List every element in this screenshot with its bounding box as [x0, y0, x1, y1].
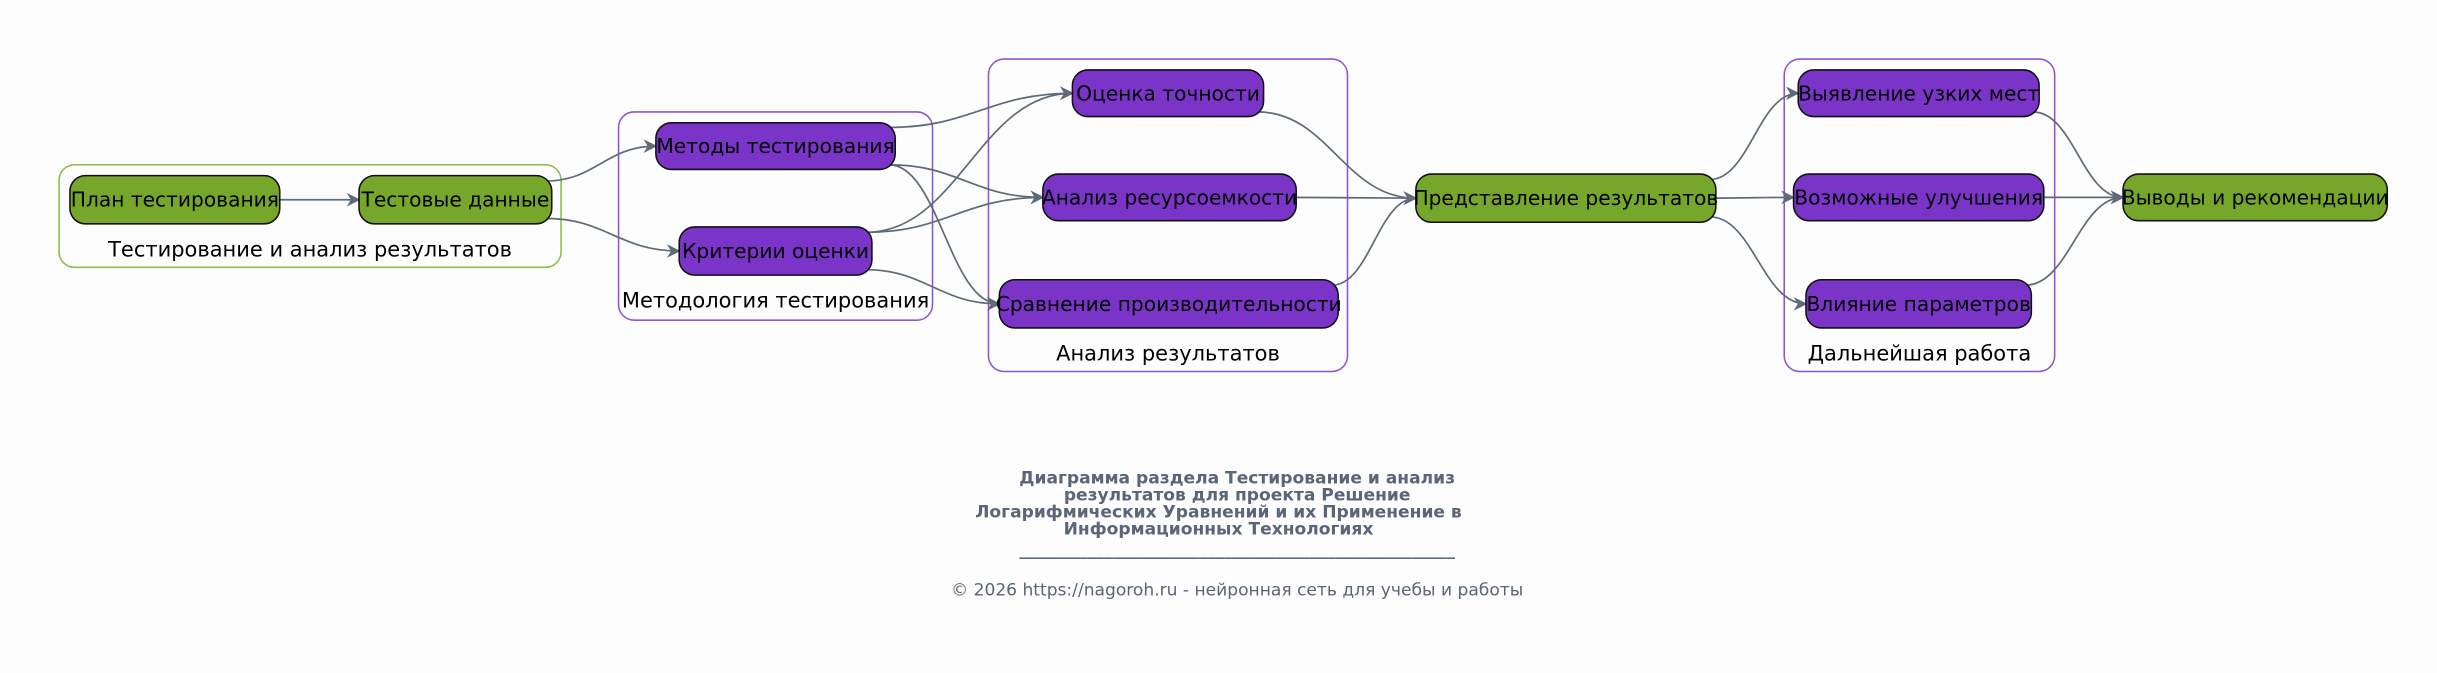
node-criteria[interactable]: Критерии оценки	[678, 226, 873, 276]
cluster-border	[617, 111, 934, 321]
node-label: Возможные улучшения	[1794, 185, 2043, 209]
edge-data-to-methods	[545, 139, 658, 182]
edge-methods-to-resource	[889, 163, 1045, 205]
edge-present-to-influence	[1709, 215, 1808, 311]
node-label: Методы тестирования	[656, 134, 894, 158]
cluster-label: Анализ результатов	[1056, 342, 1280, 366]
clusters: Тестирование и анализ результатовМетодол…	[58, 58, 2056, 373]
node-box	[1805, 278, 2033, 329]
edge-criteria-to-accuracy	[865, 86, 1074, 234]
node-box	[655, 122, 897, 171]
edge-data-to-criteria	[545, 217, 681, 258]
title-line-2: результатов для проекта Решение	[1064, 485, 1411, 505]
edge-present-to-improve	[1709, 190, 1795, 205]
cluster-label: Методология тестирования	[622, 289, 929, 313]
node-bottleneck[interactable]: Выявление узких мест	[1797, 69, 2040, 118]
node-box	[1792, 173, 2045, 222]
node-label: Сравнение производительности	[996, 292, 1342, 316]
node-box	[1071, 69, 1265, 118]
node-box	[1415, 173, 1717, 224]
node-methods[interactable]: Методы тестирования	[655, 122, 897, 171]
node-box	[1042, 173, 1297, 222]
node-label: План тестирования	[71, 188, 279, 212]
node-box	[2122, 173, 2389, 222]
node-box	[358, 174, 553, 225]
cluster-c3: Анализ результатов	[987, 58, 1349, 373]
edges	[273, 86, 2125, 311]
cluster-c2: Методология тестирования	[617, 111, 934, 321]
node-label: Выявление узких мест	[1798, 81, 2039, 105]
node-box	[69, 174, 281, 225]
edge-resource-to-present	[1289, 191, 1418, 206]
edge-influence-to-conclusions	[2025, 190, 2125, 287]
node-label: Выводы и рекомендации	[2122, 185, 2389, 209]
edge-compare-to-present	[1331, 191, 1418, 287]
cluster-border	[1783, 58, 2056, 373]
node-label: Анализ ресурсоемкости	[1042, 185, 1297, 209]
node-present[interactable]: Представление результатов	[1413, 173, 1718, 224]
edge-criteria-to-compare	[865, 268, 1001, 311]
title-line-3: Логарифмических Уравнений и их Применени…	[975, 503, 1462, 523]
node-accuracy[interactable]: Оценка точности	[1071, 69, 1265, 118]
node-plan[interactable]: План тестирования	[69, 174, 281, 225]
diagram-caption: Диаграмма раздела Тестирование и анализ …	[951, 468, 1523, 600]
node-conclusions[interactable]: Выводы и рекомендации	[2122, 173, 2389, 222]
cluster-border	[987, 58, 1349, 373]
node-data[interactable]: Тестовые данные	[358, 174, 553, 225]
node-label: Критерии оценки	[682, 239, 869, 263]
cluster-label: Дальнейшая работа	[1808, 342, 2032, 366]
cluster-c4: Дальнейшая работа	[1783, 58, 2056, 373]
node-improve[interactable]: Возможные улучшения	[1792, 173, 2045, 222]
node-box	[678, 226, 873, 276]
node-box	[1797, 69, 2040, 118]
edge-accuracy-to-present	[1257, 111, 1418, 205]
title-line-4: Информационных Технологиях	[1064, 520, 1374, 540]
cluster-border	[58, 163, 562, 269]
footer-copyright: © 2026 https://nagoroh.ru - нейронная се…	[951, 580, 1523, 600]
edge-methods-to-accuracy	[889, 86, 1074, 129]
node-compare[interactable]: Сравнение производительности	[996, 278, 1342, 329]
separator: ________________________________________…	[1019, 540, 1455, 560]
edge-methods-to-compare	[889, 163, 1001, 311]
edge-bottleneck-to-conclusions	[2032, 111, 2125, 205]
nodes: План тестирования Тестовые данные Методы т…	[69, 69, 2389, 329]
cluster-label: Тестирование и анализ результатов	[107, 237, 512, 261]
node-label: Влияние параметров	[1806, 292, 2030, 316]
edge-present-to-bottleneck	[1709, 86, 1800, 181]
node-label: Тестовые данные	[361, 188, 550, 212]
edge-criteria-to-resource	[865, 190, 1045, 234]
node-box	[998, 278, 1339, 329]
node-resource[interactable]: Анализ ресурсоемкости	[1042, 173, 1297, 222]
node-label: Оценка точности	[1076, 81, 1260, 105]
node-influence[interactable]: Влияние параметров	[1805, 278, 2033, 329]
cluster-c1: Тестирование и анализ результатов	[58, 163, 562, 269]
title-line-1: Диаграмма раздела Тестирование и анализ	[1019, 468, 1455, 488]
node-label: Представление результатов	[1413, 186, 1718, 210]
